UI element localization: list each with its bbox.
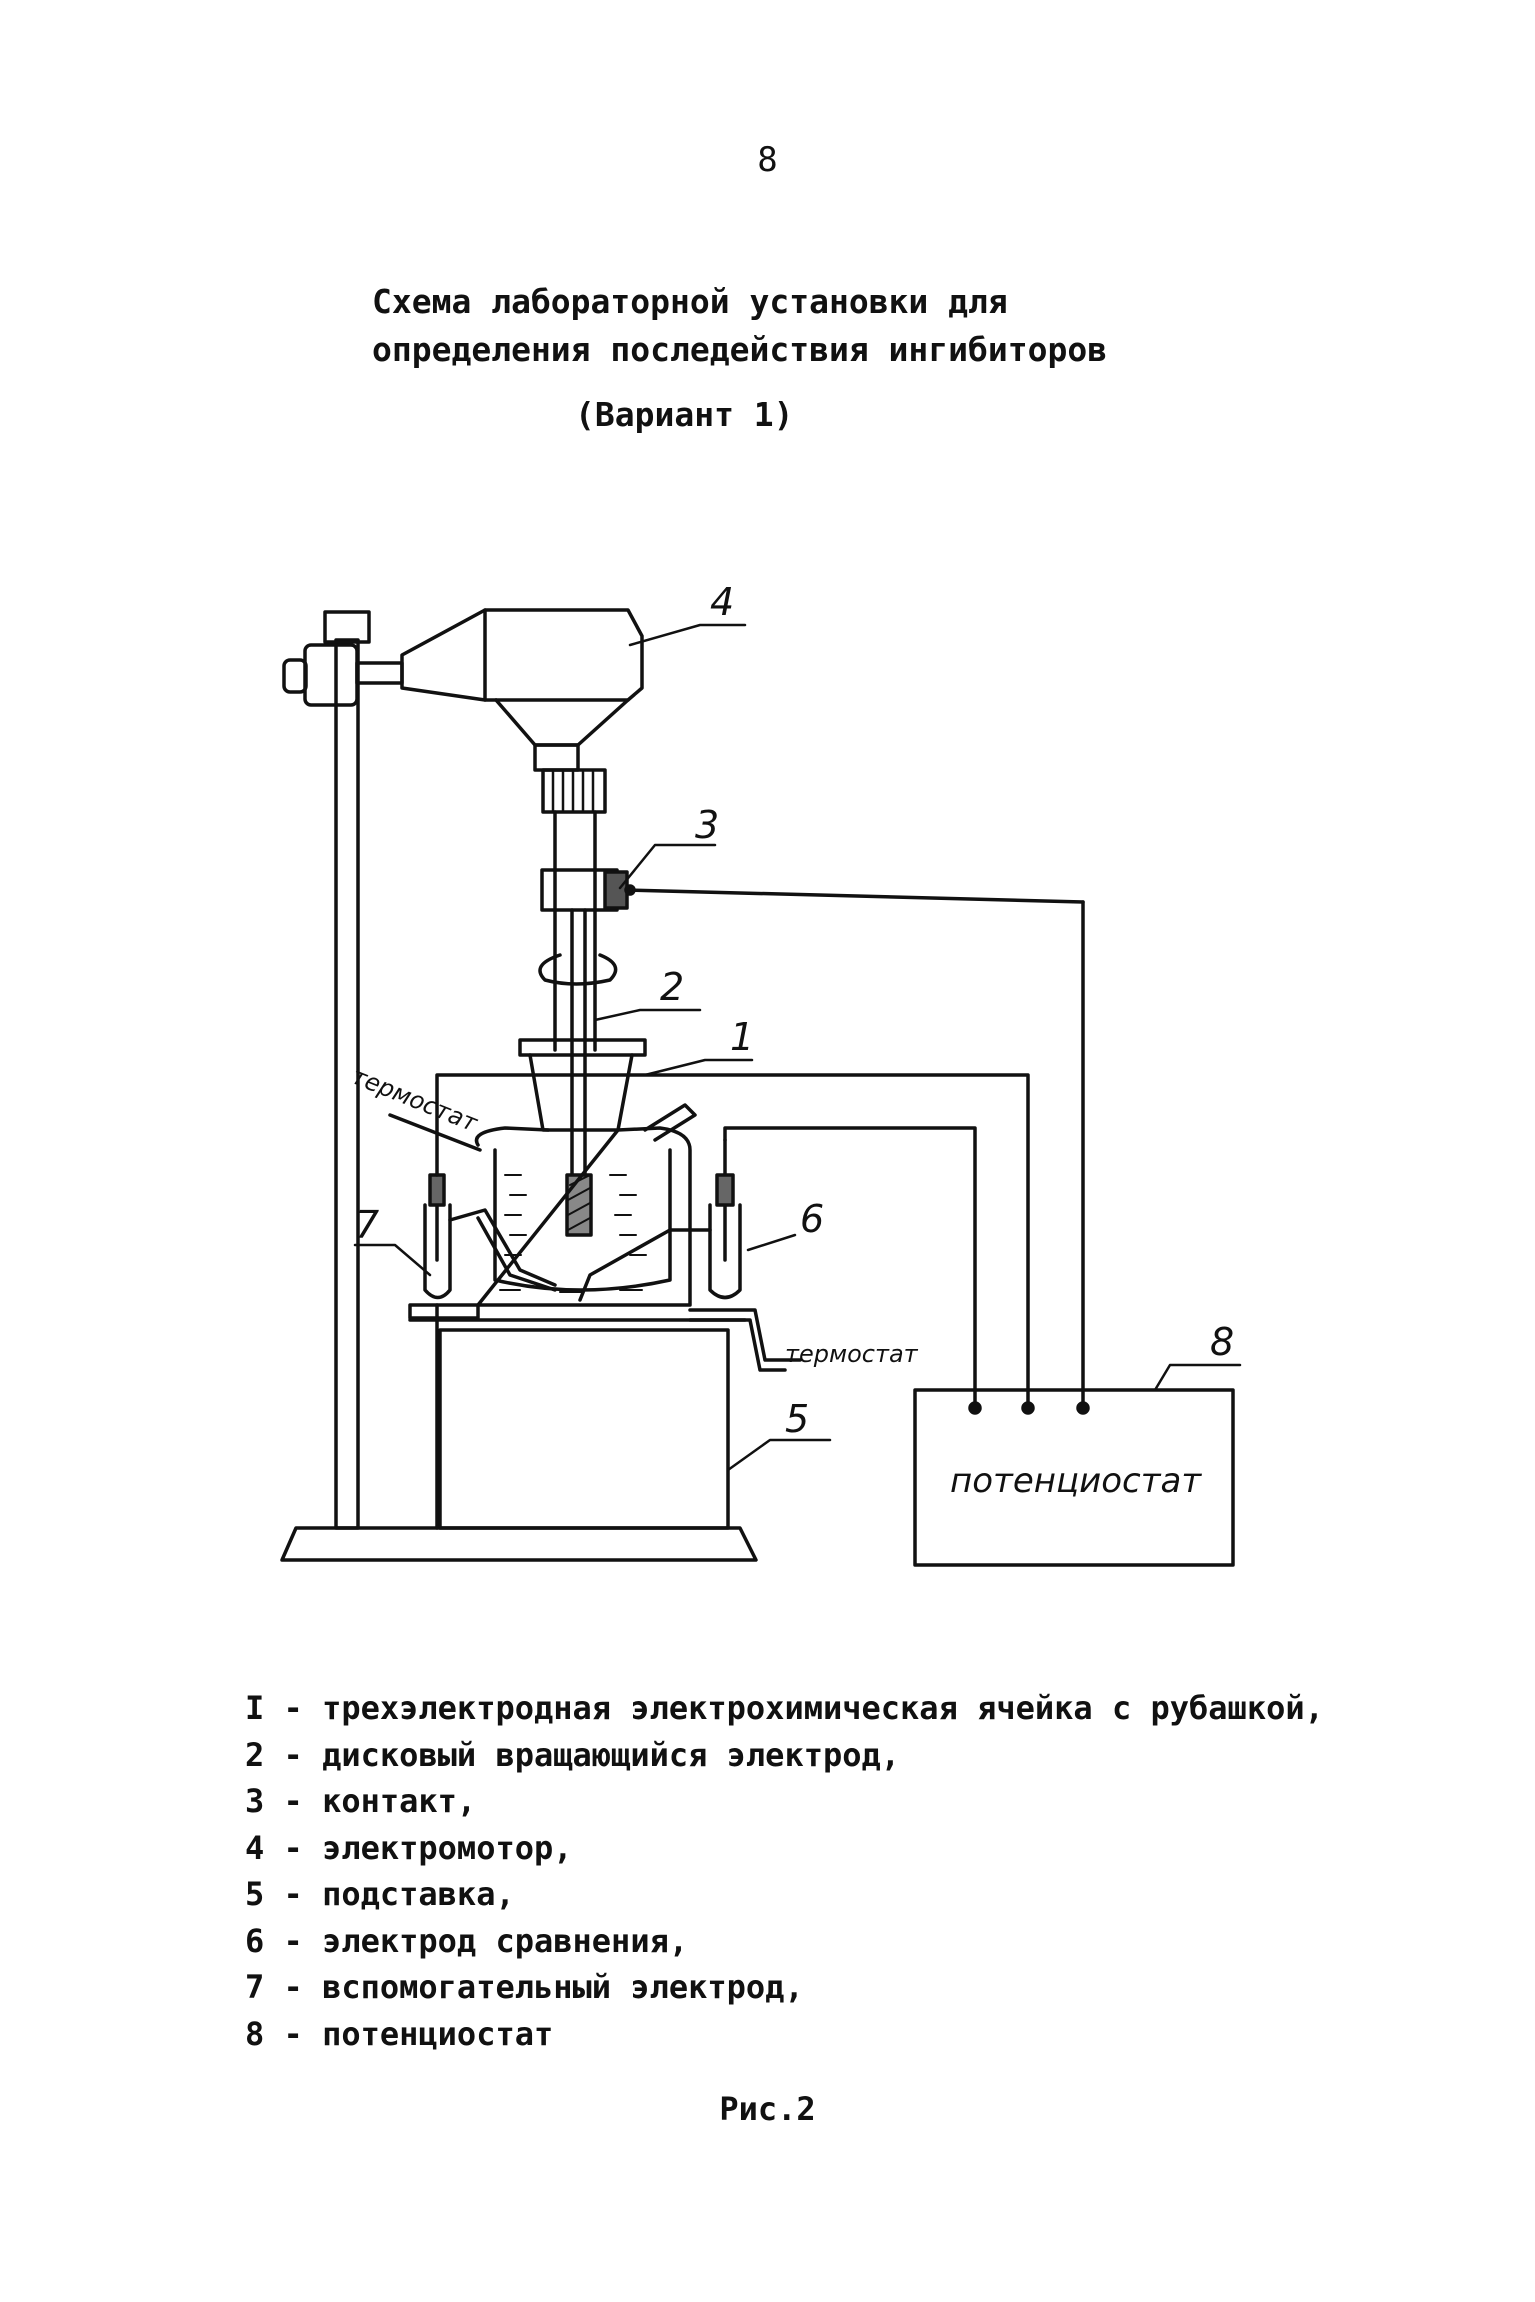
- brush-contact: [603, 870, 629, 910]
- thermostat-label-bottom: термостат: [785, 1340, 919, 1368]
- label-3: 3: [695, 803, 719, 847]
- cell-side-arm: [643, 1103, 697, 1142]
- variant-label: (Вариант 1): [575, 395, 794, 434]
- retort-stand: [280, 610, 758, 1562]
- label-2: 2: [660, 965, 684, 1009]
- potentiostat-box: [913, 1388, 1235, 1567]
- thermostat-outlet-pipe-2: [688, 1308, 802, 1362]
- motor-body: [400, 608, 644, 702]
- stand-base: [280, 1526, 758, 1562]
- support-stand: [438, 1328, 730, 1530]
- legend-item: 6 - электрод сравнения,: [245, 1921, 689, 1960]
- label-4: 4: [710, 580, 734, 624]
- clamp-arm: [355, 661, 404, 685]
- electromotor: [400, 608, 644, 772]
- figure-caption: Рис.2: [719, 2090, 816, 2128]
- electrochemical-cell: [474, 1038, 697, 1307]
- label-8: 8: [1210, 1320, 1234, 1364]
- figure-title: Схема лабораторной установки для определ…: [372, 278, 1272, 374]
- page-number: 8: [757, 140, 778, 180]
- legend-item: I - трехэлектродная электрохимическая яч…: [245, 1689, 1324, 1727]
- legend-item: 2 - дисковый вращающийся электрод,: [245, 1735, 901, 1774]
- shaft-coupling: [541, 768, 607, 814]
- thermostat-inlet-pipe: [388, 1113, 482, 1152]
- clamp-knob: [282, 658, 308, 694]
- thermostat-inlet-valve: [408, 1303, 480, 1320]
- contact-block: [540, 868, 1085, 912]
- cell-jacket: [474, 1126, 692, 1307]
- label-5: 5: [785, 1397, 809, 1441]
- auxiliary-electrode: [423, 1173, 557, 1300]
- lab-setup-diagram: 4 3 2 1 6 7 5 8 термостат термостат поте…: [280, 580, 1242, 1567]
- label-7: 7: [355, 1203, 379, 1247]
- legend-item: 8 - потенциостат: [245, 2014, 554, 2053]
- wiring: [435, 900, 1090, 1530]
- cell-inner-wall: [493, 1148, 672, 1292]
- legend-item: 5 - подставка,: [245, 1875, 515, 1913]
- title-line-1: Схема лабораторной установки для: [372, 282, 1008, 321]
- legend-item: 3 - контакт,: [245, 1782, 477, 1820]
- disk-electrode: [538, 908, 618, 1237]
- reference-electrode: [578, 1138, 742, 1302]
- cell-stopper-top: [518, 1038, 647, 1057]
- clamp-block: [303, 643, 359, 707]
- legend-item: 7 - вспомогательный электрод,: [245, 1968, 804, 2006]
- label-1: 1: [730, 1015, 754, 1059]
- legend: I - трехэлектродная электрохимическая яч…: [245, 1685, 1445, 2057]
- legend-item: 4 - электромотор,: [245, 1828, 573, 1867]
- motor-bottom: [494, 698, 630, 747]
- cell-stopper: [528, 1053, 634, 1132]
- label-6: 6: [800, 1197, 824, 1241]
- potentiostat-label: потенциостат: [950, 1461, 1202, 1501]
- rod-top-cap: [323, 610, 371, 644]
- title-line-2: определения последействия ингибиторов: [372, 330, 1108, 369]
- stand-rod: [334, 638, 360, 1530]
- motor-neck: [533, 743, 580, 772]
- thermostat-outlet-pipe: [688, 1318, 787, 1372]
- motor-shaft: [541, 768, 607, 1052]
